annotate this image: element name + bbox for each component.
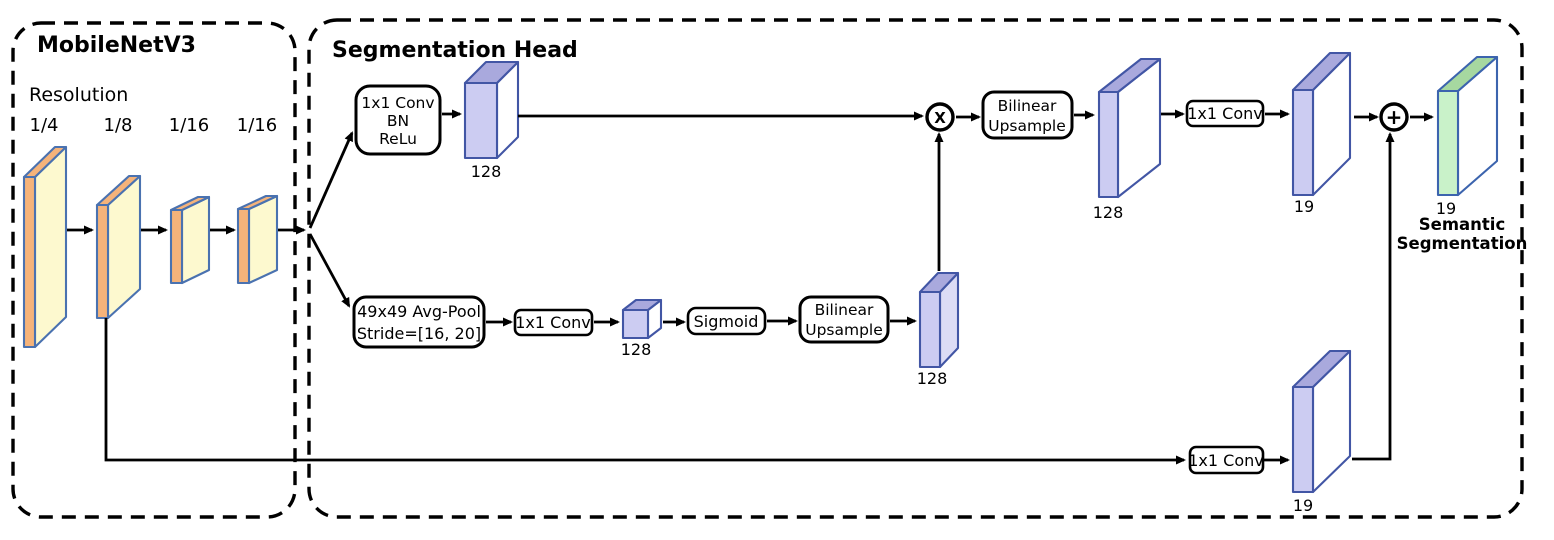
resolution-1-8: 1/8	[104, 115, 133, 136]
bilinear-low-line1: Bilinear	[815, 301, 874, 319]
resolution-1-4: 1/4	[30, 115, 59, 136]
tensor-128-low: 128	[917, 271, 960, 388]
tensor-19-output: 19	[1436, 55, 1499, 218]
feature-map-face	[247, 194, 279, 285]
backbone-title: MobileNetV3	[37, 33, 196, 58]
backbone-region	[11, 21, 297, 519]
arrow-skip-to-add	[1352, 132, 1395, 461]
tensor-128-branch: 128	[463, 60, 520, 181]
skip-connection-line	[104, 318, 1186, 465]
arrow-fork-pool-branch	[308, 233, 351, 308]
feature-map-front	[236, 207, 251, 285]
conv-bn-relu-line1: 1x1 Conv	[361, 94, 434, 112]
tensor-front	[1436, 89, 1460, 197]
avg-pool-box	[352, 295, 486, 349]
sigmoid-box	[686, 306, 767, 336]
tensor-128-up: 128	[1093, 57, 1162, 222]
tensor-128-low-label: 128	[917, 369, 948, 388]
tensor-19-skip: 19	[1291, 349, 1352, 515]
bilinear-upsample-top-box	[981, 90, 1074, 140]
output-label-line2: Segmentation	[1397, 234, 1528, 253]
resolution-label: Resolution	[29, 84, 128, 106]
avg-pool-line2: Stride=[16, 20]	[357, 324, 481, 343]
head-title: Segmentation Head	[332, 38, 578, 63]
sigmoid-label: Sigmoid	[694, 312, 759, 331]
avg-pool-line1: 49x49 Avg-Pool	[357, 302, 481, 321]
tensor-front	[1097, 90, 1120, 199]
tensor-128-pool: 128	[621, 298, 663, 359]
output-label-line1: Semantic	[1419, 215, 1505, 234]
tensor-19-top: 19	[1291, 51, 1352, 216]
tensor-19-top-label: 19	[1294, 197, 1314, 216]
add-node	[1379, 102, 1409, 132]
tensor-front	[1291, 88, 1315, 197]
multiply-node	[925, 102, 955, 132]
tensor-front	[621, 308, 650, 340]
resolution-1-16-a: 1/16	[169, 115, 209, 136]
tensor-front	[918, 290, 942, 369]
conv-1x1-top-box	[1185, 99, 1265, 128]
conv-1x1-top-label: 1x1 Conv	[1187, 104, 1262, 123]
conv-bn-relu-line2: BN	[387, 112, 409, 130]
bilinear-top-line2: Upsample	[988, 117, 1066, 135]
tensor-128-pool-label: 128	[621, 340, 652, 359]
bilinear-low-line2: Upsample	[805, 321, 883, 339]
tensor-128-up-label: 128	[1093, 203, 1124, 222]
tensor-front	[463, 81, 499, 160]
segmentation-head-region	[307, 18, 1524, 519]
feature-map-1-4	[22, 145, 68, 349]
tensor-128-branch-label: 128	[471, 162, 502, 181]
bilinear-upsample-low-box	[798, 295, 890, 344]
feature-map-front	[22, 175, 37, 349]
conv-1x1-mid-box	[513, 308, 594, 337]
conv-1x1-mid-label: 1x1 Conv	[515, 313, 590, 332]
bilinear-top-line1: Bilinear	[998, 97, 1057, 115]
conv-bn-relu-box	[354, 84, 442, 156]
conv-1x1-skip-box	[1188, 445, 1265, 475]
feature-map-1-16-b	[236, 194, 279, 285]
feature-map-front	[95, 203, 110, 320]
tensor-19-skip-label: 19	[1293, 496, 1313, 515]
tensor-19-output-label: 19	[1436, 199, 1456, 218]
conv-1x1-skip-label: 1x1 Conv	[1188, 451, 1263, 470]
arrow-fork-top-branch	[308, 131, 354, 229]
add-glyph: +	[1386, 105, 1403, 129]
feature-map-1-8	[95, 174, 142, 320]
conv-bn-relu-line3: ReLu	[379, 130, 417, 148]
feature-map-face	[33, 145, 68, 349]
multiply-glyph: X	[934, 109, 946, 127]
feature-map-face	[180, 195, 211, 285]
tensor-front	[1291, 385, 1315, 494]
feature-map-1-16-a	[169, 195, 211, 285]
resolution-1-16-b: 1/16	[237, 115, 277, 136]
feature-map-front	[169, 208, 184, 285]
